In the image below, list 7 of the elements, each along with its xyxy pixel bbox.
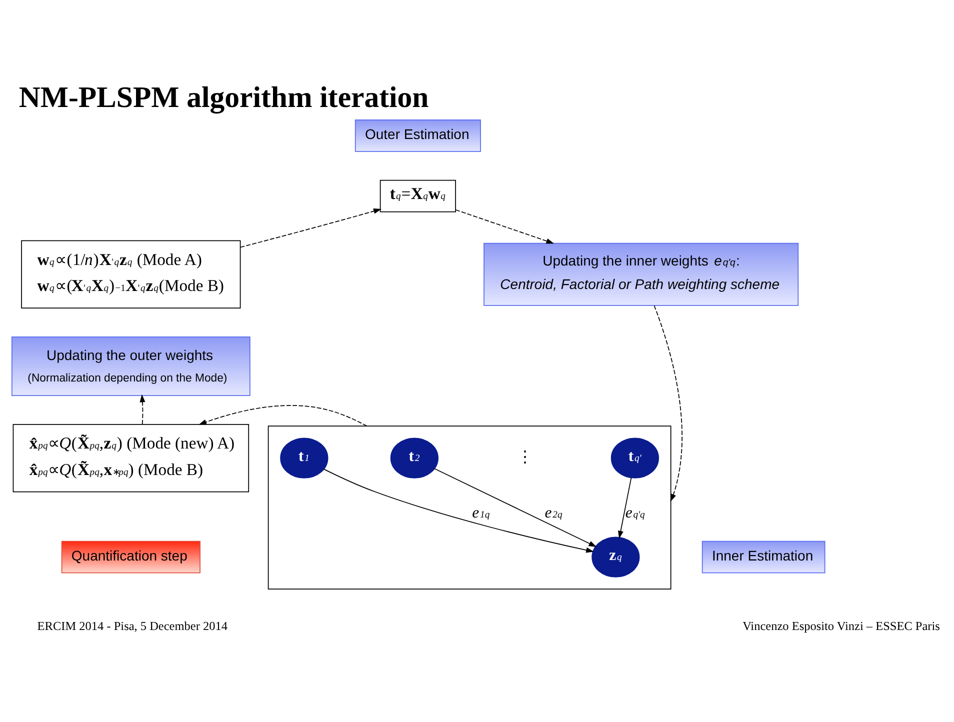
label: Vincenzo Esposito Vinzi – ESSEC Paris: [742, 618, 940, 632]
diagram-title: NM-PLSPM algorithm iteration: [18, 80, 429, 114]
edge-label: eq'q: [625, 504, 645, 521]
label: ⋮: [516, 448, 533, 466]
label: ERCIM 2014 - Pisa, 5 December 2014: [37, 618, 228, 632]
edge-label: e1q: [472, 504, 490, 521]
edge-label: e2q: [544, 504, 562, 521]
